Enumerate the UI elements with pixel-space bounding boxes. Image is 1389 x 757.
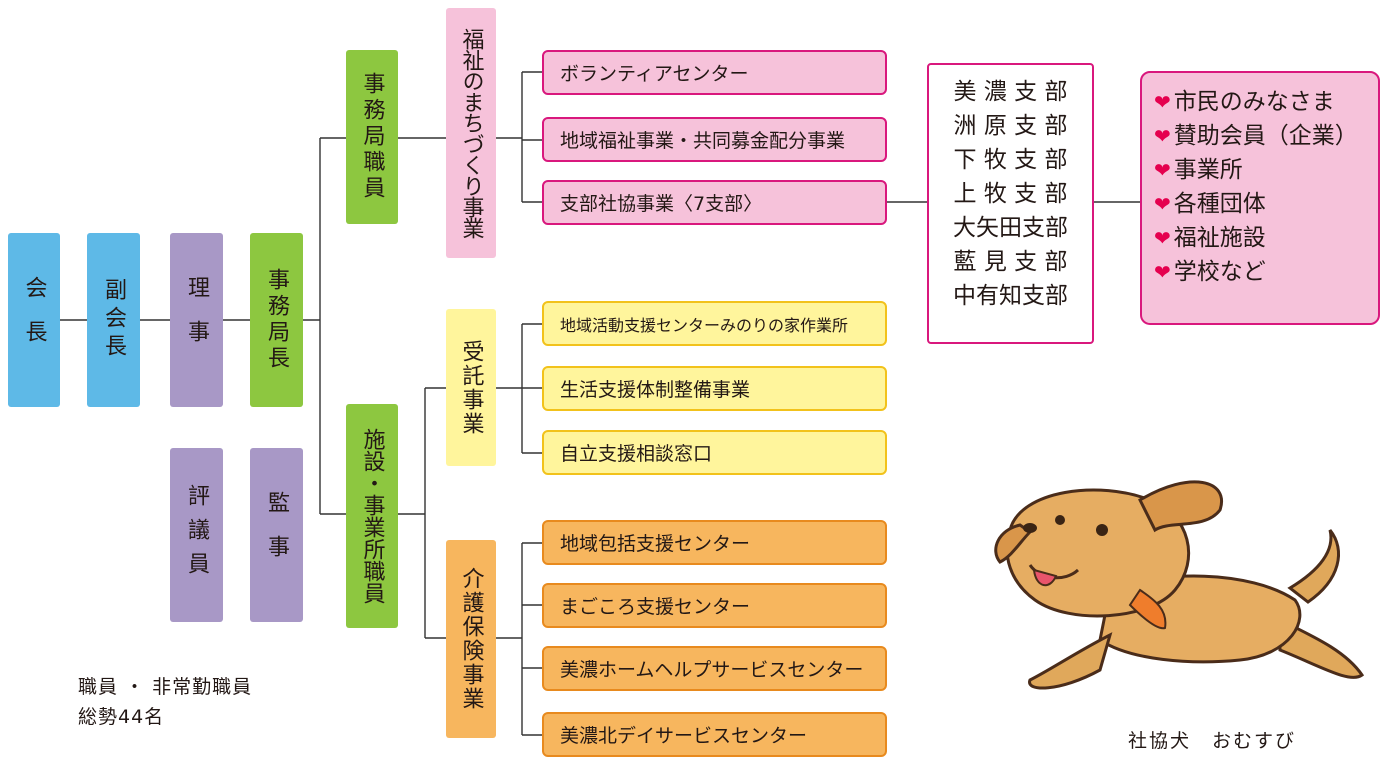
president-box: 会長 — [8, 233, 60, 407]
councilors-box: 評議員 — [170, 448, 223, 622]
program-label: 美濃ホームヘルプサービスセンター — [560, 659, 864, 681]
member-label: 市民のみなさま — [1173, 89, 1335, 115]
director-box: 理事 — [170, 233, 223, 407]
branch-item: 中有知支部 — [953, 283, 1068, 309]
branch-item: 大矢田支部 — [953, 215, 1068, 241]
heart-icon: ❤ — [1154, 158, 1171, 182]
program-label: 美濃北デイサービスセンター — [560, 725, 808, 747]
program-day-service-center: 美濃北デイサービスセンター — [542, 712, 887, 757]
staff-note-line: 総勢44名 — [78, 706, 165, 728]
facility-staff-label: 施設・事業所職員 — [359, 428, 385, 604]
program-independence-consultation: 自立支援相談窓口 — [542, 430, 887, 475]
heart-icon: ❤ — [1154, 90, 1171, 114]
program-minori-workshop: 地域活動支援センターみのりの家作業所 — [542, 301, 887, 346]
staff-count-note: 職員 ・ 非常勤職員 総勢44名 — [78, 672, 252, 732]
members-box: ❤市民のみなさま ❤賛助会員（企業） ❤事業所 ❤各種団体 ❤福祉施設 ❤学校な… — [1140, 71, 1380, 325]
president-label: 会長 — [21, 276, 47, 364]
member-item: ❤賛助会員（企業） — [1154, 119, 1378, 153]
facility-staff-box: 施設・事業所職員 — [346, 404, 398, 628]
director-label: 理事 — [184, 276, 210, 364]
mascot-caption: 社協犬 おむすび — [1128, 730, 1297, 752]
staff-note-line: 職員 ・ 非常勤職員 — [78, 676, 253, 698]
program-label: 支部社協事業〈7支部〉 — [560, 193, 763, 215]
care-insurance-label: 介護保険事業 — [458, 567, 484, 711]
heart-icon: ❤ — [1154, 124, 1171, 148]
councilors-label: 評議員 — [184, 484, 210, 586]
care-insurance-box: 介護保険事業 — [446, 540, 496, 738]
auditors-box: 監事 — [250, 448, 303, 622]
branch-list-box: 美 濃 支 部 洲 原 支 部 下 牧 支 部 上 牧 支 部 大矢田支部 藍 … — [927, 63, 1094, 344]
member-item: ❤福祉施設 — [1154, 221, 1378, 255]
program-branch-council: 支部社協事業〈7支部〉 — [542, 180, 887, 225]
member-item: ❤市民のみなさま — [1154, 85, 1378, 119]
branch-item: 上 牧 支 部 — [953, 181, 1068, 207]
program-magokoro-center: まごころ支援センター — [542, 583, 887, 628]
auditors-label: 監事 — [264, 491, 290, 579]
running-dog-icon — [994, 480, 1365, 690]
member-label: 学校など — [1173, 259, 1266, 285]
member-item: ❤学校など — [1154, 255, 1378, 289]
program-label: まごころ支援センター — [560, 596, 751, 618]
heart-icon: ❤ — [1154, 226, 1171, 250]
program-home-help-center: 美濃ホームヘルプサービスセンター — [542, 646, 887, 691]
program-volunteer-center: ボランティアセンター — [542, 50, 887, 95]
vice-president-box: 副会長 — [87, 233, 140, 407]
program-label: 地域活動支援センターみのりの家作業所 — [560, 315, 849, 335]
member-label: 福祉施設 — [1173, 225, 1266, 251]
member-item: ❤各種団体 — [1154, 187, 1378, 221]
commissioned-label: 受託事業 — [458, 339, 484, 436]
member-label: 事業所 — [1173, 157, 1243, 183]
branch-item: 洲 原 支 部 — [953, 113, 1068, 139]
program-label: ボランティアセンター — [560, 63, 749, 85]
program-label: 地域福祉事業・共同募金配分事業 — [560, 130, 846, 152]
secretary-general-label: 事務局長 — [264, 268, 290, 372]
branch-item: 美 濃 支 部 — [953, 79, 1068, 105]
member-label: 各種団体 — [1173, 191, 1266, 217]
commissioned-box: 受託事業 — [446, 309, 496, 466]
member-item: ❤事業所 — [1154, 153, 1378, 187]
office-staff-label: 事務局職員 — [359, 72, 385, 202]
vice-president-label: 副会長 — [101, 278, 127, 362]
heart-icon: ❤ — [1154, 260, 1171, 284]
program-living-support: 生活支援体制整備事業 — [542, 366, 887, 411]
welfare-community-box: 福祉のまちづくり事業 — [446, 8, 496, 258]
program-label: 地域包括支援センター — [560, 533, 751, 555]
branch-item: 藍 見 支 部 — [953, 249, 1068, 275]
secretary-general-box: 事務局長 — [250, 233, 303, 407]
welfare-community-label: 福祉のまちづくり事業 — [458, 28, 484, 238]
program-community-welfare: 地域福祉事業・共同募金配分事業 — [542, 117, 887, 162]
branch-item: 下 牧 支 部 — [953, 147, 1068, 173]
program-community-support-center: 地域包括支援センター — [542, 520, 887, 565]
member-label: 賛助会員（企業） — [1173, 123, 1358, 149]
program-label: 自立支援相談窓口 — [560, 443, 713, 465]
program-label: 生活支援体制整備事業 — [560, 379, 751, 401]
office-staff-box: 事務局職員 — [346, 50, 398, 224]
heart-icon: ❤ — [1154, 192, 1171, 216]
